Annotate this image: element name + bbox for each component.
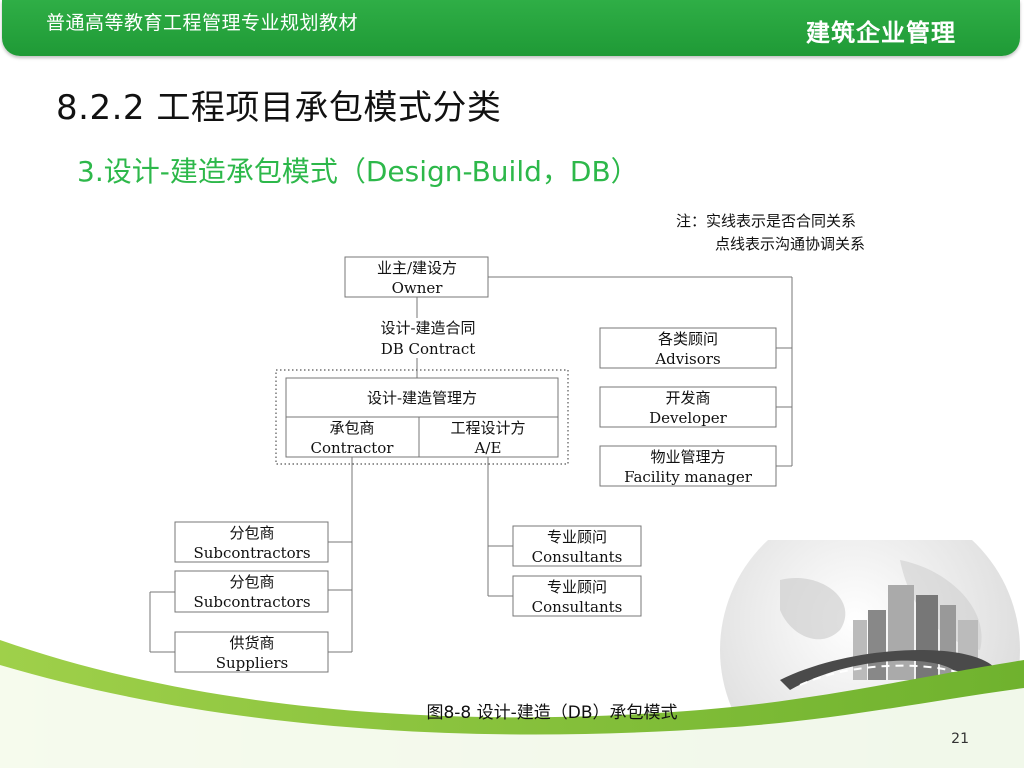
facility-label-en: Facility manager <box>624 468 753 486</box>
page-number: 21 <box>951 731 969 747</box>
consult2-label-cn: 专业顾问 <box>547 578 607 596</box>
facility-label-cn: 物业管理方 <box>650 448 725 466</box>
developer-box <box>599 386 777 428</box>
suppliers-label-en: Suppliers <box>216 654 288 672</box>
suppliers-box <box>174 631 329 673</box>
contract-label-en: DB Contract <box>381 340 476 358</box>
sub2-label-cn: 分包商 <box>229 573 274 591</box>
developer-label-cn: 开发商 <box>665 389 710 407</box>
subcontractors-box-2 <box>174 570 329 613</box>
advisors-box <box>599 327 777 369</box>
page-title: 8.2.2 工程项目承包模式分类 <box>56 88 502 128</box>
diagram-note-line2: 点线表示沟通协调关系 <box>715 235 865 253</box>
figure-caption: 图8-8 设计-建造（DB）承包模式 <box>426 703 678 723</box>
contractor-label-cn: 承包商 <box>329 419 374 437</box>
consultants-box-1 <box>512 525 642 567</box>
sub1-label-en: Subcontractors <box>193 544 310 562</box>
owner-box <box>344 256 489 298</box>
contract-label-cn: 设计-建造合同 <box>380 319 475 337</box>
developer-label-en: Developer <box>649 409 728 427</box>
header-bar: 普通高等教育工程管理专业规划教材 建筑企业管理 建筑企业管理 <box>2 0 1020 56</box>
subcontractors-box-1 <box>174 521 329 563</box>
header-course-title: 建筑企业管理 <box>806 19 956 47</box>
sub1-label-cn: 分包商 <box>229 524 274 542</box>
db-model-diagram: 注：实线表示是否合同关系 点线表示沟通协调关系 业主/建设方 Owner 设计-… <box>149 212 865 673</box>
consult1-label-cn: 专业顾问 <box>547 528 607 546</box>
consult2-label-en: Consultants <box>532 598 623 616</box>
advisors-label-cn: 各类顾问 <box>658 330 718 348</box>
sub2-label-en: Subcontractors <box>193 593 310 611</box>
page-subtitle: 3.设计-建造承包模式（Design-Build，DB） <box>77 155 639 188</box>
consultants-box-2 <box>512 575 642 617</box>
header-series-title: 普通高等教育工程管理专业规划教材 <box>46 12 359 34</box>
contractor-label-en: Contractor <box>311 439 395 457</box>
advisors-label-en: Advisors <box>654 350 720 368</box>
suppliers-label-cn: 供货商 <box>229 634 274 652</box>
owner-label-en: Owner <box>392 279 444 297</box>
background-decoration <box>0 540 1024 768</box>
contractor-box <box>285 416 420 458</box>
owner-label-cn: 业主/建设方 <box>377 259 457 277</box>
header-course-title-reflection: 建筑企业管理 <box>806 29 956 41</box>
ae-label-en: A/E <box>474 439 502 457</box>
db-manager-label: 设计-建造管理方 <box>367 389 477 407</box>
diagram-note-line1: 注：实线表示是否合同关系 <box>676 212 856 230</box>
ae-label-cn: 工程设计方 <box>450 419 525 437</box>
ae-box <box>418 416 559 458</box>
db-manager-box <box>285 377 559 418</box>
consult1-label-en: Consultants <box>532 548 623 566</box>
facility-manager-box <box>599 445 777 487</box>
